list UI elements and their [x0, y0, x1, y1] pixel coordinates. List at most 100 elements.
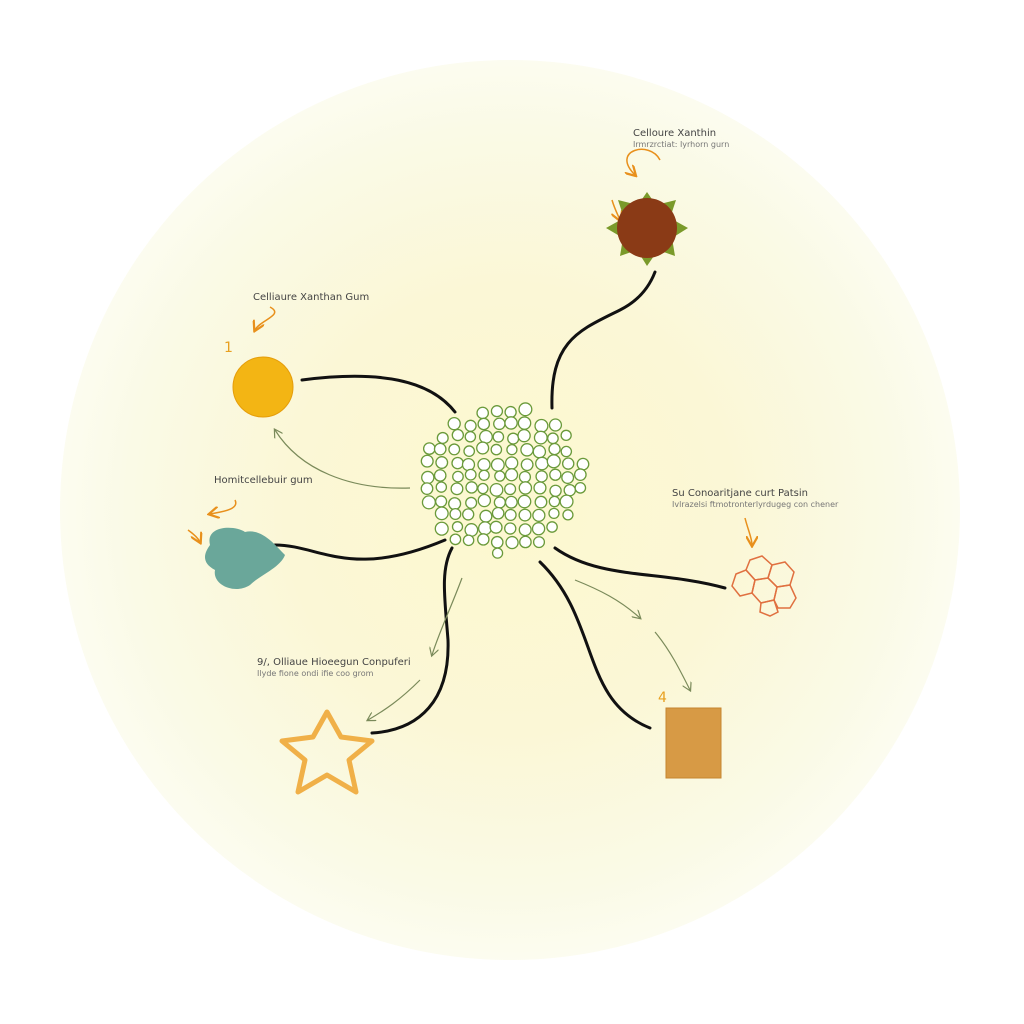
network-cell — [532, 508, 546, 522]
network-cell — [433, 469, 447, 482]
network-cell — [547, 432, 559, 445]
network-cell — [491, 506, 505, 520]
network-cell — [546, 454, 561, 469]
label-subtitle: Ivlrazelsi ftmotronterlyrdugeg con chene… — [672, 499, 839, 509]
network-cell — [465, 496, 478, 509]
network-cell — [504, 522, 517, 535]
label-left-mid: Homitcellebuir gum — [214, 475, 313, 487]
network-cell — [534, 495, 548, 509]
network-cell — [548, 418, 563, 432]
network-cell — [477, 457, 491, 472]
network-cell — [549, 484, 562, 498]
network-cell — [448, 497, 462, 511]
network-cell — [447, 416, 461, 431]
network-cell — [504, 508, 517, 522]
network-cell — [576, 457, 590, 471]
network-cell — [493, 417, 506, 431]
network-cell — [532, 444, 547, 459]
network-cell — [561, 471, 575, 485]
network-cell — [493, 496, 506, 509]
central-polymer-network — [420, 402, 590, 559]
network-cell — [506, 443, 518, 456]
label-bottom-left: 9/, Olliaue Hioeegun Conpuferi Ilyde fio… — [257, 657, 411, 678]
network-cell — [477, 493, 492, 508]
network-cell — [505, 535, 519, 550]
connector-star — [370, 546, 454, 735]
connector-teal — [273, 538, 447, 561]
network-cell — [421, 495, 436, 510]
network-cell — [559, 494, 574, 509]
brown-spiky-particle — [606, 192, 688, 266]
number-4: 4 — [658, 690, 667, 706]
network-cell — [477, 417, 491, 431]
network-cell — [451, 428, 465, 442]
network-cell — [504, 468, 519, 482]
network-cell — [532, 536, 546, 549]
network-cell — [518, 523, 532, 537]
network-cell — [462, 508, 475, 521]
network-cell — [517, 416, 532, 430]
network-cell — [574, 481, 587, 494]
network-cell — [518, 508, 532, 522]
network-cell — [436, 431, 449, 444]
network-cell — [490, 443, 503, 456]
network-cell — [560, 429, 572, 442]
label-left-top: Celliaure Xanthan Gum — [253, 292, 369, 304]
connector-brown — [550, 270, 657, 410]
network-cell — [463, 445, 476, 458]
orange-hexagon-network — [731, 555, 797, 617]
network-cell — [504, 483, 517, 496]
network-cell — [421, 470, 435, 485]
connectors — [273, 270, 727, 735]
cork-square — [665, 707, 722, 779]
network-cell — [434, 495, 448, 508]
network-cell — [504, 416, 518, 430]
label-subtitle: Irmrzrctiat: Iyrhorn gurn — [633, 139, 730, 149]
network-cell — [560, 445, 573, 458]
network-cell — [504, 405, 517, 419]
network-cell — [517, 494, 532, 509]
connector-orange-net — [553, 546, 727, 590]
orange-star — [279, 709, 375, 795]
network-cell — [464, 523, 479, 537]
network-cell — [476, 441, 490, 455]
network-cell — [518, 481, 533, 495]
network-cell — [461, 457, 476, 472]
network-cell — [464, 430, 477, 443]
network-cell — [531, 522, 546, 536]
network-cell — [561, 457, 575, 470]
network-cell — [422, 442, 436, 455]
network-cell — [420, 454, 434, 468]
network-cell — [420, 482, 434, 496]
network-cell — [433, 442, 447, 456]
label-subtitle: Ilyde fione ondi ifie coo grom — [257, 668, 374, 678]
network-cell — [464, 419, 477, 432]
label-title: Celloure Xanthin — [633, 128, 717, 139]
network-cell — [449, 507, 462, 521]
network-cell — [490, 457, 505, 472]
network-cell — [465, 481, 478, 494]
label-top-right: Celloure Xanthin Irmrzrctiat: Iyrhorn gu… — [633, 128, 729, 149]
network-cell — [548, 507, 560, 520]
network-cell — [517, 428, 531, 443]
network-cell — [519, 535, 532, 549]
network-cell — [489, 482, 504, 497]
network-cell — [533, 430, 548, 445]
network-cell — [477, 482, 489, 495]
network-cell — [492, 431, 505, 443]
network-cell — [563, 483, 577, 497]
network-cell — [434, 506, 449, 521]
network-cell — [491, 547, 504, 559]
network-cell — [476, 406, 490, 420]
network-cell — [477, 533, 490, 546]
network-cell — [452, 470, 464, 483]
label-right-mid: Su Conoaritjane curt Patsin Ivlrazelsi f… — [672, 488, 838, 509]
callout-arrows — [187, 148, 752, 545]
network-cell — [490, 535, 504, 549]
network-cell — [489, 520, 503, 534]
network-cell — [479, 429, 493, 444]
network-cell — [546, 521, 558, 533]
network-cell — [479, 509, 493, 523]
network-cell — [549, 468, 562, 481]
